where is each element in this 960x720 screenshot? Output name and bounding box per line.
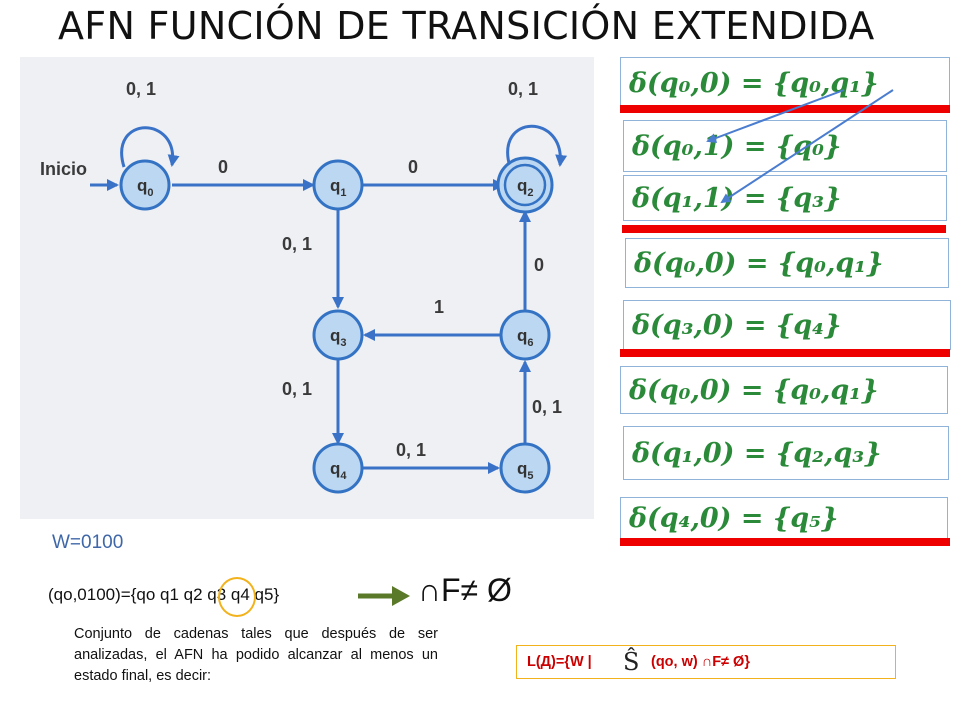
intersection-condition: ∩F≠ Ø	[418, 572, 512, 608]
page-title: AFN FUNCIÓN DE TRANSICIÓN EXTENDIDA	[58, 4, 875, 48]
svg-text:q5: q5	[517, 459, 534, 482]
state-q5: q5	[499, 442, 551, 494]
svg-text:δ(q₀,0) = {q₀,q₁}: δ(q₀,0) = {q₀,q₁}	[633, 248, 883, 279]
edge-q2-q2	[506, 124, 568, 168]
language-def-left: L(Д)={W |	[527, 654, 592, 670]
svg-text:δ(q₀,1) = {q₀}: δ(q₀,1) = {q₀}	[631, 131, 841, 162]
state-q6-sub: 6	[527, 337, 533, 349]
edge-label-q3-q4: 0, 1	[282, 379, 312, 399]
language-def-right: (qo, w) ∩F≠ Ø}	[651, 654, 750, 670]
transition-4-lhs: δ(q₀,0)	[633, 248, 736, 279]
transition-card-4: δ(q₀,0) = {q₀,q₁}	[625, 238, 949, 288]
transition-5-lhs: δ(q₃,0)	[631, 310, 734, 341]
language-definition-box: L(Д)={W | Ŝ (qo, w) ∩F≠ Ø}	[516, 645, 896, 679]
svg-text:δ(q₃,0) = {q₄}: δ(q₃,0) = {q₄}	[631, 310, 841, 341]
state-q3: q3	[312, 309, 364, 361]
edge-label-q6-q2: 0	[534, 255, 544, 275]
highlight-ring-q2	[218, 577, 256, 617]
transition-card-5: δ(q₃,0) = {q₄}	[623, 300, 951, 350]
state-q3-sub: 3	[340, 337, 346, 349]
transition-1-rhs: {q₀,q₁}	[773, 68, 879, 99]
state-q5-sub: 5	[527, 470, 533, 482]
state-q1-sub: 1	[340, 187, 346, 199]
svg-text:q4: q4	[330, 459, 347, 482]
svg-text:δ(q₀,0) = {q₀,q₁}: δ(q₀,0) = {q₀,q₁}	[628, 68, 878, 99]
transition-8-rhs: {q₅}	[773, 503, 838, 534]
state-q4-base: q	[330, 459, 340, 478]
transition-6-lhs: δ(q₀,0)	[628, 375, 731, 406]
svg-text:δ(q₁,1) = {q₃}: δ(q₁,1) = {q₃}	[631, 183, 841, 214]
transition-card-2: δ(q₀,1) = {q₀}	[623, 120, 947, 172]
nfa-diagram: Inicio 0, 1 0 0 0, 1 0, 1 0 1 0, 1 0, 1 …	[40, 79, 568, 494]
transition-8-lhs: δ(q₄,0)	[628, 503, 731, 534]
edge-label-q6-q3: 1	[434, 297, 444, 317]
transition-card-8: δ(q₄,0) = {q₅}	[620, 497, 948, 539]
svg-text:q1: q1	[330, 176, 347, 199]
state-q2-base: q	[517, 176, 527, 195]
edge-label-q1-q3: 0, 1	[282, 234, 312, 254]
state-q3-base: q	[330, 326, 340, 345]
red-underline-1	[620, 105, 950, 113]
start-label: Inicio	[40, 159, 87, 179]
state-q1-base: q	[330, 176, 340, 195]
state-q6-base: q	[517, 326, 527, 345]
transition-3-lhs: δ(q₁,1)	[631, 183, 734, 214]
transition-card-1: δ(q₀,0) = {q₀,q₁}	[620, 57, 950, 109]
transition-4-rhs: {q₀,q₁}	[778, 248, 884, 279]
svg-text:q3: q3	[330, 326, 347, 349]
transition-2-lhs: δ(q₀,1)	[631, 131, 734, 162]
svg-text:q6: q6	[517, 326, 534, 349]
red-underline-5	[620, 349, 950, 357]
state-q0-sub: 0	[147, 187, 153, 199]
state-q5-base: q	[517, 459, 527, 478]
edge-q0-q0	[120, 126, 180, 168]
state-q0-base: q	[137, 176, 147, 195]
state-q0: q0	[119, 159, 171, 211]
edge-label-q4-q5: 0, 1	[396, 440, 426, 460]
nfa-diagram-panel: Inicio 0, 1 0 0 0, 1 0, 1 0 1 0, 1 0, 1 …	[20, 57, 594, 519]
transition-7-lhs: δ(q₁,0)	[631, 438, 734, 469]
red-underline-8	[620, 538, 950, 546]
edge-label-q5-q6: 0, 1	[532, 397, 562, 417]
transition-2-rhs: {q₀}	[776, 131, 841, 162]
state-q2-accepting: q2	[496, 156, 554, 214]
transition-card-7: δ(q₁,0) = {q₂,q₃}	[623, 426, 949, 480]
transition-7-rhs: {q₂,q₃}	[776, 438, 882, 469]
state-q4-sub: 4	[340, 470, 347, 482]
olive-arrow-icon	[358, 586, 410, 606]
transition-1-lhs: δ(q₀,0)	[628, 68, 731, 99]
svg-text:δ(q₄,0) = {q₅}: δ(q₄,0) = {q₅}	[628, 503, 838, 534]
svg-text:δ(q₁,0) = {q₂,q₃}: δ(q₁,0) = {q₂,q₃}	[631, 438, 881, 469]
transition-card-3: δ(q₁,1) = {q₃}	[623, 175, 947, 221]
state-q2-sub: 2	[527, 187, 533, 199]
description-text: Conjunto de cadenas tales que después de…	[74, 626, 438, 684]
state-q1: q1	[312, 159, 364, 211]
input-string-label: W=0100	[52, 532, 124, 553]
edge-label-q0-q0: 0, 1	[126, 79, 156, 99]
transition-card-6: δ(q₀,0) = {q₀,q₁}	[620, 366, 948, 414]
transition-5-rhs: {q₄}	[776, 310, 841, 341]
transition-3-rhs: {q₃}	[776, 183, 841, 214]
edge-label-q1-q2: 0	[408, 157, 418, 177]
edge-label-q2-q2: 0, 1	[508, 79, 538, 99]
transition-6-rhs: {q₀,q₁}	[773, 375, 879, 406]
state-q4: q4	[312, 442, 364, 494]
svg-text:q2: q2	[517, 176, 534, 199]
state-q6: q6	[499, 309, 551, 361]
svg-text:q0: q0	[137, 176, 154, 199]
extended-delta-symbol: Ŝ	[623, 648, 640, 676]
red-underline-3	[622, 225, 946, 233]
svg-text:δ(q₀,0) = {q₀,q₁}: δ(q₀,0) = {q₀,q₁}	[628, 375, 878, 406]
edge-label-q0-q1: 0	[218, 157, 228, 177]
